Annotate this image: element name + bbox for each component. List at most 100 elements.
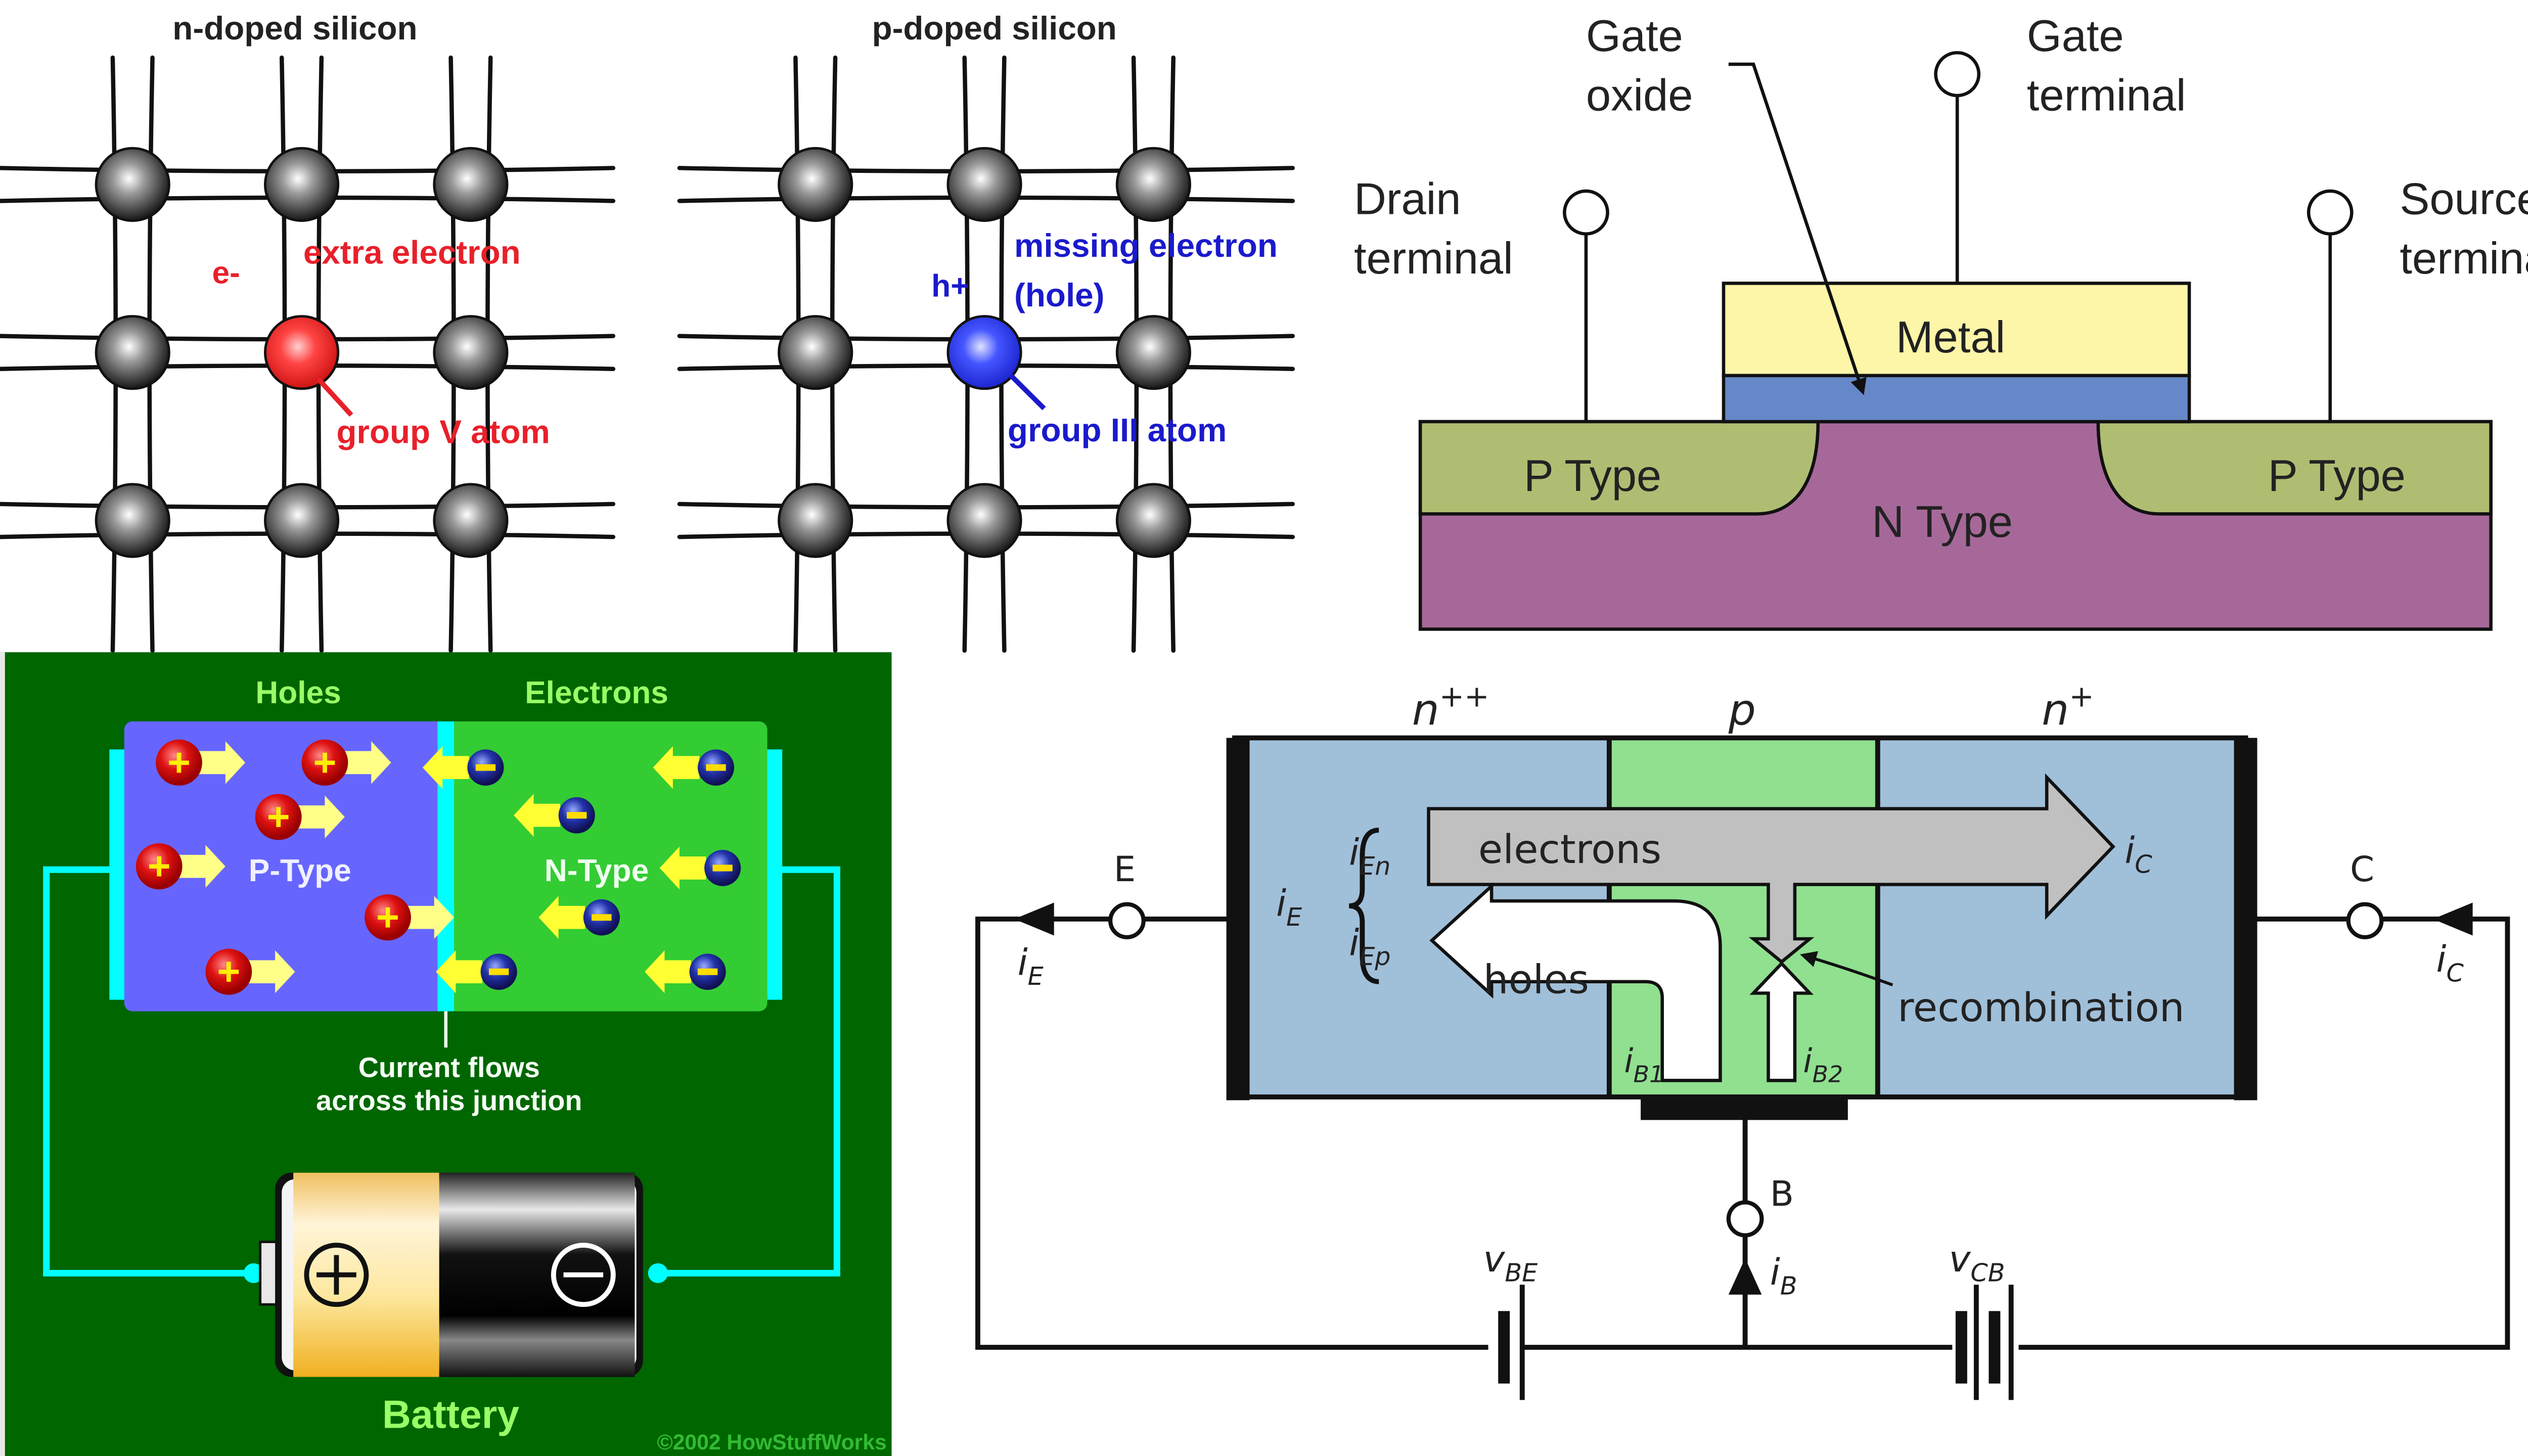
battery-negative-half (439, 1172, 635, 1377)
ic-inner-label: iC (2125, 829, 2152, 879)
hole-ball (301, 739, 348, 786)
arrow-left (645, 950, 691, 993)
electron-carrier-icon (653, 746, 735, 789)
vbe-label: vBE (1483, 1238, 1538, 1287)
silicon-atom (946, 483, 1022, 558)
right-circuit-wire (649, 866, 840, 1277)
hole-carrier-icon: + (365, 894, 455, 941)
p-doped-silicon-lattice: p-doped silicon h+ missing electron (hol… (677, 10, 1295, 653)
arrow-left (514, 794, 560, 837)
vcb-battery-icon (1952, 1285, 2019, 1400)
silicon-atom (778, 483, 853, 558)
hole-symbol: + (167, 740, 191, 785)
ie-outer-label: iE (1018, 941, 1044, 991)
p-type-drain-region (1418, 420, 1820, 516)
gate-oxide-pointer-arrow (1728, 62, 1867, 395)
base-current-arrow-icon (1728, 1258, 1762, 1295)
battery-minus-icon (551, 1243, 616, 1307)
electron-carrier-icon (422, 746, 504, 789)
p-type-label: P-Type (249, 853, 351, 888)
arrow-left (653, 746, 700, 789)
base-terminal-label: B (1770, 1174, 1794, 1214)
drain-terminal-icon[interactable] (1563, 189, 1609, 236)
ib1-label: iB1 (1624, 1042, 1664, 1087)
hole-ball (205, 948, 252, 995)
arrow-right (298, 795, 345, 839)
silicon-atom (433, 147, 509, 222)
lattice-atoms (778, 147, 1191, 558)
current-labels: iE iEn iEp iC iB1 iB2 iE iC iB vBE vCB (1018, 829, 2464, 1300)
arrow-left (659, 846, 706, 890)
arrow-right (199, 741, 246, 784)
arrow-left (538, 896, 585, 939)
vcb-plate-3 (1989, 1311, 2001, 1384)
ib-label: iB (1770, 1251, 1797, 1300)
missing-electron-label: missing electron (1014, 227, 1278, 264)
electron-symbol (488, 968, 509, 975)
junction-label-line1: Current flows (358, 1052, 540, 1083)
electrons-label: electrons (1478, 827, 1661, 873)
electron-symbol (592, 914, 612, 921)
n-type-region (447, 721, 768, 1012)
left-electrode (109, 749, 126, 1000)
source-terminal-icon[interactable] (2307, 189, 2354, 236)
silicon-atom (263, 147, 340, 222)
arrow-left (422, 746, 469, 789)
mosfet-cross-section: Gate oxide Gate terminal Drain terminal … (1354, 11, 2528, 631)
emitter-contact (1226, 738, 1250, 1101)
vbe-battery-icon (1488, 1285, 1525, 1400)
panel-edge (0, 652, 5, 1456)
gate-terminal-label-line1: Gate (2027, 11, 2124, 61)
hole-symbol: + (376, 895, 399, 939)
electron-carrier-icon (659, 846, 741, 890)
hole-flow-arrow-ib2 (1749, 961, 1814, 1082)
battery-plus-icon (304, 1243, 369, 1307)
collector-doping-label: n+ (2042, 679, 2094, 736)
emitter-doping-label: n++ (1412, 679, 1489, 736)
emitter-current-brace (1348, 828, 1379, 984)
metal-label: Metal (1896, 312, 2005, 362)
copyright-text: ©2002 HowStuffWorks (657, 1431, 886, 1454)
p-type-right-label: P Type (2268, 450, 2406, 500)
hole-symbol: + (267, 794, 290, 839)
base-terminal-icon[interactable] (1726, 1200, 1764, 1238)
pn-junction-battery-diagram: ++++++ Holes Electrons P-Type N-Type Cur… (0, 652, 892, 1456)
hole-carrier-icon: + (301, 739, 391, 786)
n-type-label: N Type (1872, 496, 2013, 547)
vcb-label: vCB (1949, 1238, 2005, 1287)
hole-flow-arrow-ib1 (1429, 882, 1722, 1082)
electron-carrier-icon (538, 896, 620, 939)
battery-negative-contact (648, 1263, 668, 1283)
electrons-label: Electrons (525, 675, 668, 710)
vbe-short-plate (1498, 1311, 1510, 1384)
vcb-plate-1 (1955, 1311, 1967, 1384)
gate-terminal-icon[interactable] (1934, 51, 1981, 98)
ib2-label: iB2 (1803, 1042, 1843, 1087)
extra-electron-carrier-label: e- (212, 256, 240, 291)
bjt-operation-diagram: n++ p n+ electrons holes recombination E… (975, 679, 2510, 1400)
hole-ball (255, 794, 302, 840)
arrow-right (248, 950, 295, 993)
lattice-atoms (95, 147, 509, 558)
arrow-left (436, 950, 482, 993)
silicon-atom (263, 483, 340, 558)
electron-symbol (706, 764, 726, 771)
hole-carrier-label: h+ (931, 269, 969, 304)
extra-electron-label: extra electron (303, 234, 521, 270)
drain-terminal-label-line2: terminal (1354, 233, 1513, 283)
gate-oxide-label-line1: Gate (1586, 11, 1683, 61)
emitter-terminal-icon[interactable] (1108, 902, 1146, 939)
arrow-right (344, 741, 391, 784)
battery (243, 1172, 668, 1377)
p-type-source-region (2096, 420, 2493, 516)
group-v-atom-label: group V atom (336, 414, 550, 450)
silicon-atom (778, 147, 853, 222)
battery-label: Battery (382, 1392, 519, 1437)
silicon-atom (1115, 315, 1191, 390)
charge-carriers: ++++++ (136, 739, 741, 995)
collector-terminal-icon[interactable] (2346, 902, 2384, 939)
gate-oxide-label-line2: oxide (1586, 70, 1693, 120)
vcb-plate-4 (2008, 1285, 2014, 1400)
p-type-left-label: P Type (1524, 450, 1661, 500)
vcb-plate-2 (1973, 1285, 1979, 1400)
